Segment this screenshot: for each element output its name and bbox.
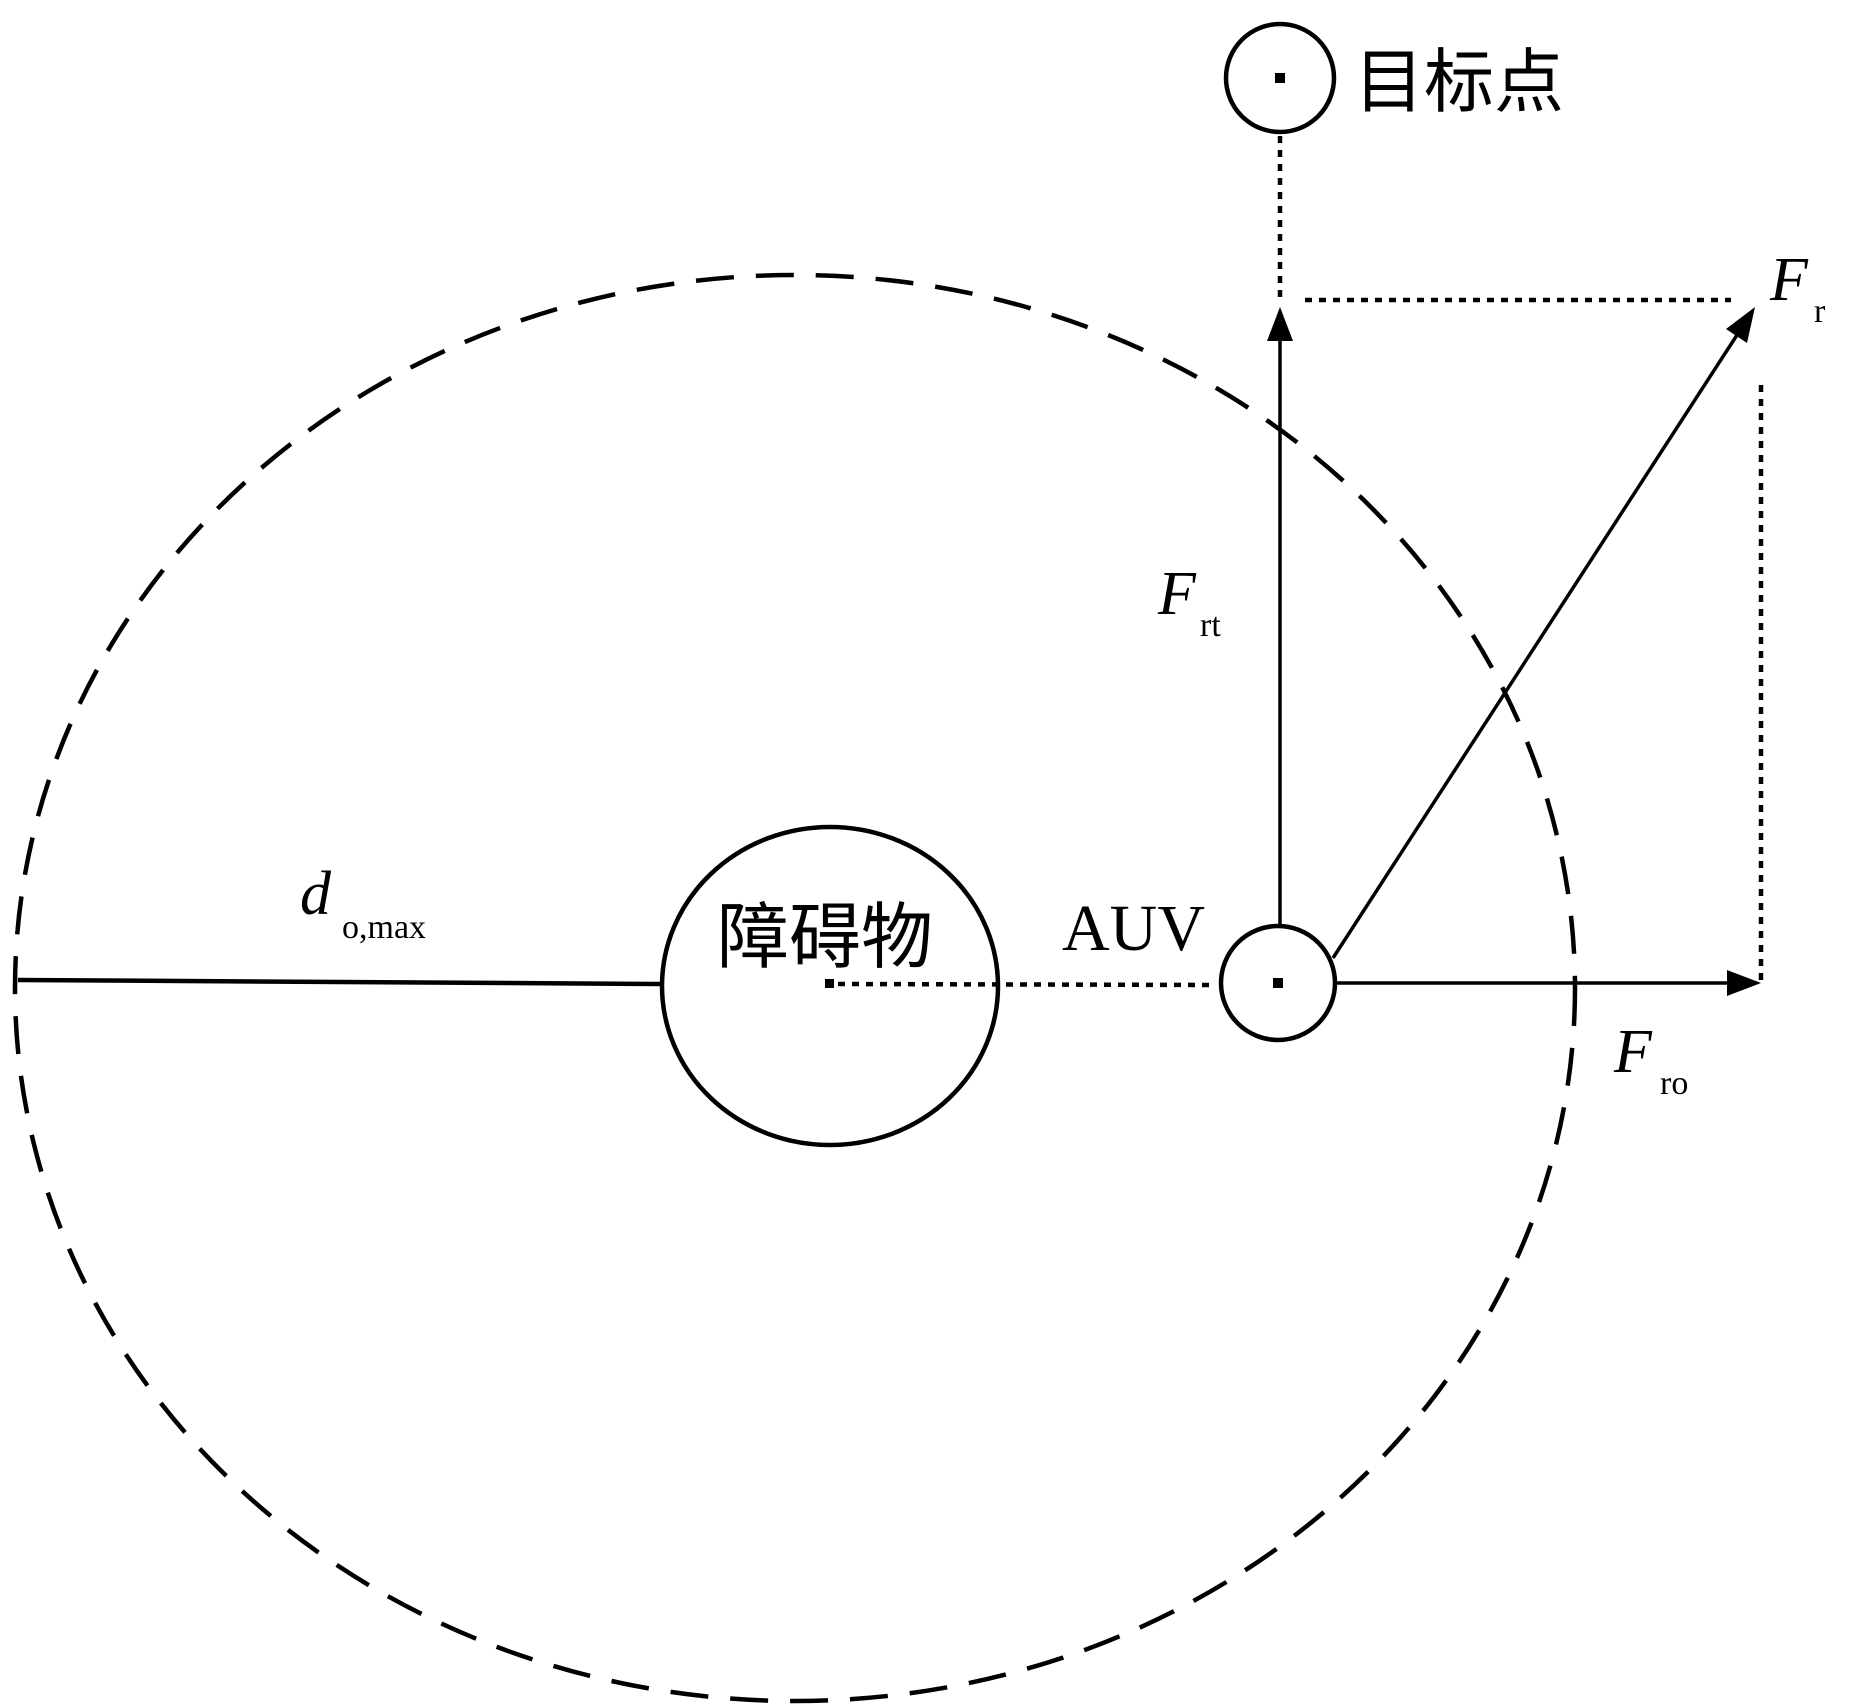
fr-arrowhead [1726, 307, 1755, 343]
frt-arrowhead [1267, 307, 1293, 341]
d-omax-label-main: d [300, 860, 332, 928]
target-label: 目标点 [1354, 41, 1564, 123]
auv-center-dot [1273, 978, 1283, 988]
fr-label-main: F [1769, 246, 1809, 314]
target-circle [1223, 21, 1337, 135]
obstacle-influence-boundary [12, 272, 1578, 1704]
obstacle-label: 障碍物 [717, 895, 933, 979]
obstacle-center-dot [825, 979, 834, 988]
influence-radius-line [17, 977, 662, 987]
d-omax-label-subscript: o,max [342, 909, 426, 946]
fro-label-subscript: ro [1660, 1065, 1688, 1102]
fro-label-main: F [1613, 1018, 1653, 1086]
target-center-dot [1275, 73, 1285, 83]
auv-label: AUV [1062, 892, 1205, 965]
fro-arrowhead [1727, 970, 1761, 996]
obstacle-to-auv-dotted-line [837, 981, 1217, 988]
fr-label-subscript: r [1814, 293, 1826, 330]
fr-arrow-shaft [1331, 334, 1739, 959]
frt-label-subscript: rt [1200, 607, 1221, 644]
frt-label-main: F [1157, 560, 1197, 628]
